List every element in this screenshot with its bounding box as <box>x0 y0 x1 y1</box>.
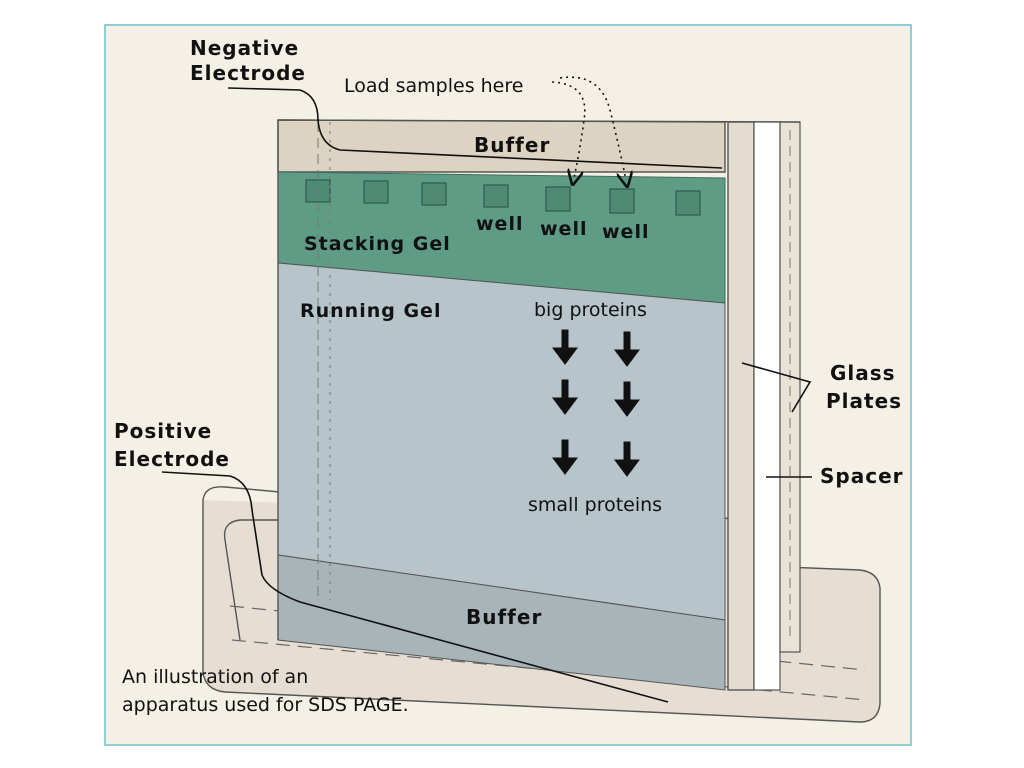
buffer-top-label: Buffer <box>474 133 550 157</box>
down-arrow-icon <box>552 439 578 475</box>
down-arrow-icon <box>552 329 578 365</box>
load-arrow-1 <box>551 81 586 178</box>
caption-line-1: An illustration of an <box>122 666 308 688</box>
load-samples-label: Load samples here <box>344 75 523 97</box>
glass-plates-label-2: Plates <box>826 389 902 413</box>
wells <box>305 179 701 216</box>
big-proteins-label: big proteins <box>534 299 647 321</box>
stacking-gel-label: Stacking Gel <box>304 233 451 255</box>
down-arrow-icon <box>614 381 640 417</box>
down-arrow-icon <box>614 331 640 367</box>
glass-plates-leader <box>741 362 812 413</box>
spacer-label: Spacer <box>820 464 904 488</box>
negative-electrode-label-1: Negative <box>190 36 299 60</box>
down-arrow-icon <box>552 379 578 415</box>
negative-electrode-wire <box>227 87 723 169</box>
caption-line-2: apparatus used for SDS PAGE. <box>122 694 409 716</box>
load-arrow-2 <box>559 76 626 180</box>
front-glass-plate <box>727 121 755 691</box>
positive-electrode-wire <box>161 471 669 703</box>
positive-electrode-label-1: Positive <box>114 419 212 443</box>
migration-arrows <box>552 329 640 477</box>
well-label-2: well <box>540 218 587 240</box>
spacer-strip <box>753 121 781 691</box>
running-gel-label: Running Gel <box>300 300 441 322</box>
down-arrow-icon <box>614 441 640 477</box>
buffer-bottom-label: Buffer <box>466 605 542 629</box>
well-label-1: well <box>476 213 523 235</box>
well-label-3: well <box>602 221 649 243</box>
small-proteins-label: small proteins <box>528 494 662 516</box>
glass-plates-label-1: Glass <box>830 361 896 385</box>
positive-electrode-label-2: Electrode <box>114 447 230 471</box>
gel-cassette <box>277 119 801 691</box>
negative-electrode-label-2: Electrode <box>190 61 306 85</box>
